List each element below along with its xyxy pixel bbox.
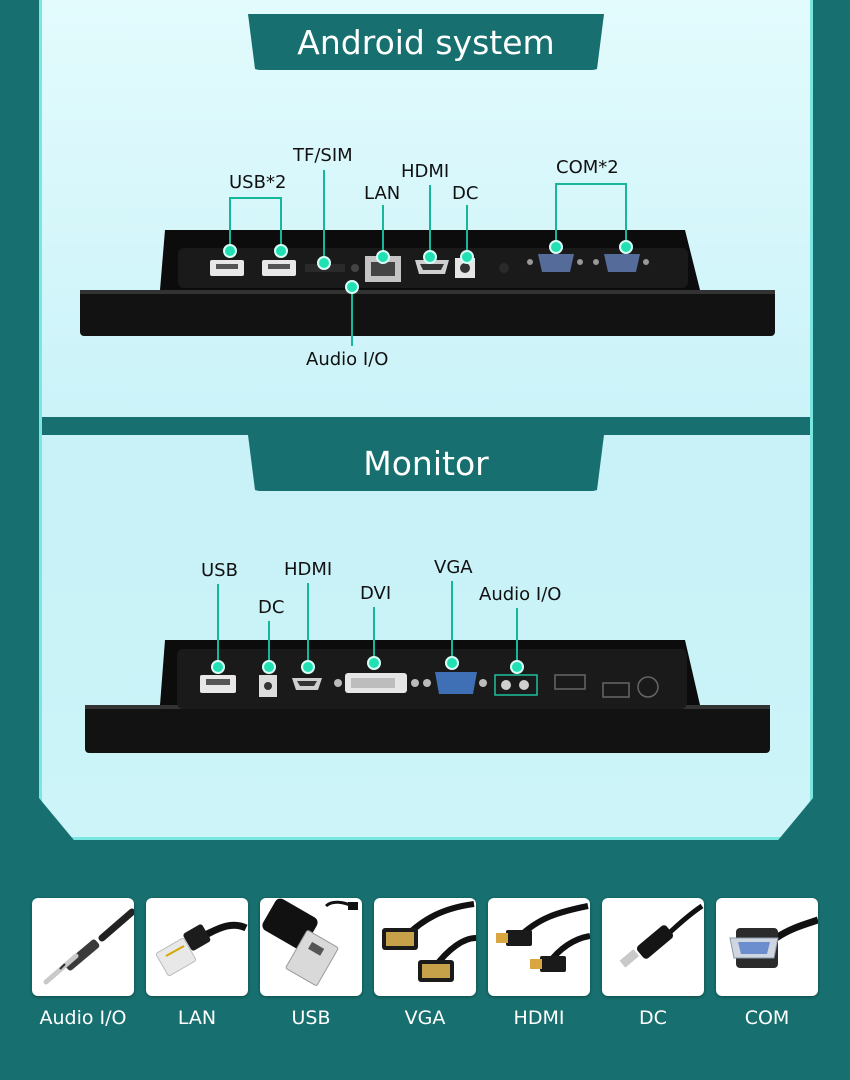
monitor-audio-label: Audio I/O [479, 584, 562, 605]
monitor-usb-line [217, 584, 219, 666]
android-tfsim-line [323, 170, 325, 262]
android-audio-dot [345, 280, 359, 294]
cable-card-com [716, 898, 818, 996]
android-usb-dot-2 [274, 244, 288, 258]
com-plug-icon [729, 916, 818, 968]
monitor-usb-label: USB [201, 560, 238, 581]
lan-plug-icon [155, 921, 248, 977]
dc-plug-icon [619, 903, 704, 968]
cable-label-dc: DC [639, 1007, 667, 1029]
monitor-audio-dot [510, 660, 524, 674]
cable-card-lan [146, 898, 248, 996]
android-lan-line [382, 205, 384, 256]
android-lan-dot [376, 250, 390, 264]
monitor-hdmi-line [307, 583, 309, 666]
android-lan-label: LAN [364, 183, 401, 204]
monitor-dvi-line [373, 607, 375, 662]
cable-card-vga [374, 898, 476, 996]
hdmi-plug-icon [496, 903, 590, 972]
android-com-label: COM*2 [556, 157, 619, 178]
android-usb-line-2 [280, 197, 282, 250]
android-com-bracket [555, 183, 627, 185]
android-dc-line [466, 205, 468, 256]
monitor-section-title: Monitor [248, 435, 604, 491]
android-com-line-2 [625, 183, 627, 246]
android-usb-label: USB*2 [229, 172, 287, 193]
usb-plug-icon [262, 898, 358, 986]
monitor-audio-line [516, 608, 518, 666]
monitor-hdmi-dot [301, 660, 315, 674]
android-usb-line-1 [229, 197, 231, 250]
android-dc-dot [460, 250, 474, 264]
section-divider [42, 417, 810, 435]
cable-label-usb: USB [291, 1007, 331, 1029]
android-tfsim-label: TF/SIM [293, 145, 353, 166]
cable-label-com: COM [744, 1007, 790, 1029]
monitor-dc-line [268, 621, 270, 666]
android-tfsim-dot [317, 256, 331, 270]
android-audio-line [351, 286, 353, 346]
android-dc-label: DC [452, 183, 479, 204]
monitor-dc-label: DC [258, 597, 285, 618]
monitor-hdmi-label: HDMI [284, 559, 333, 580]
android-usb-dot-1 [223, 244, 237, 258]
monitor-vga-line [451, 581, 453, 662]
android-section-title: Android system [248, 14, 604, 70]
monitor-device-image [85, 640, 770, 753]
cable-card-hdmi [488, 898, 590, 996]
android-hdmi-dot [423, 250, 437, 264]
vga-plug-icon [382, 901, 476, 982]
cable-label-vga: VGA [404, 1007, 446, 1029]
cable-label-lan: LAN [177, 1007, 217, 1029]
cable-card-dc [602, 898, 704, 996]
monitor-dc-dot [262, 660, 276, 674]
cable-label-audio: Audio I/O [39, 1007, 127, 1029]
android-audio-label: Audio I/O [306, 349, 389, 370]
monitor-dvi-label: DVI [360, 583, 392, 604]
android-com-dot-2 [619, 240, 633, 254]
cable-card-audio [32, 898, 134, 996]
cable-label-hdmi: HDMI [513, 1007, 565, 1029]
android-hdmi-label: HDMI [401, 161, 450, 182]
cable-card-usb [260, 898, 362, 996]
android-com-dot-1 [549, 240, 563, 254]
monitor-usb-dot [211, 660, 225, 674]
audio-jack-icon [43, 908, 134, 985]
android-com-line-1 [555, 183, 557, 246]
monitor-vga-label: VGA [434, 557, 473, 578]
monitor-vga-dot [445, 656, 459, 670]
monitor-dvi-dot [367, 656, 381, 670]
android-usb-bracket [229, 197, 281, 199]
android-hdmi-line [429, 185, 431, 256]
